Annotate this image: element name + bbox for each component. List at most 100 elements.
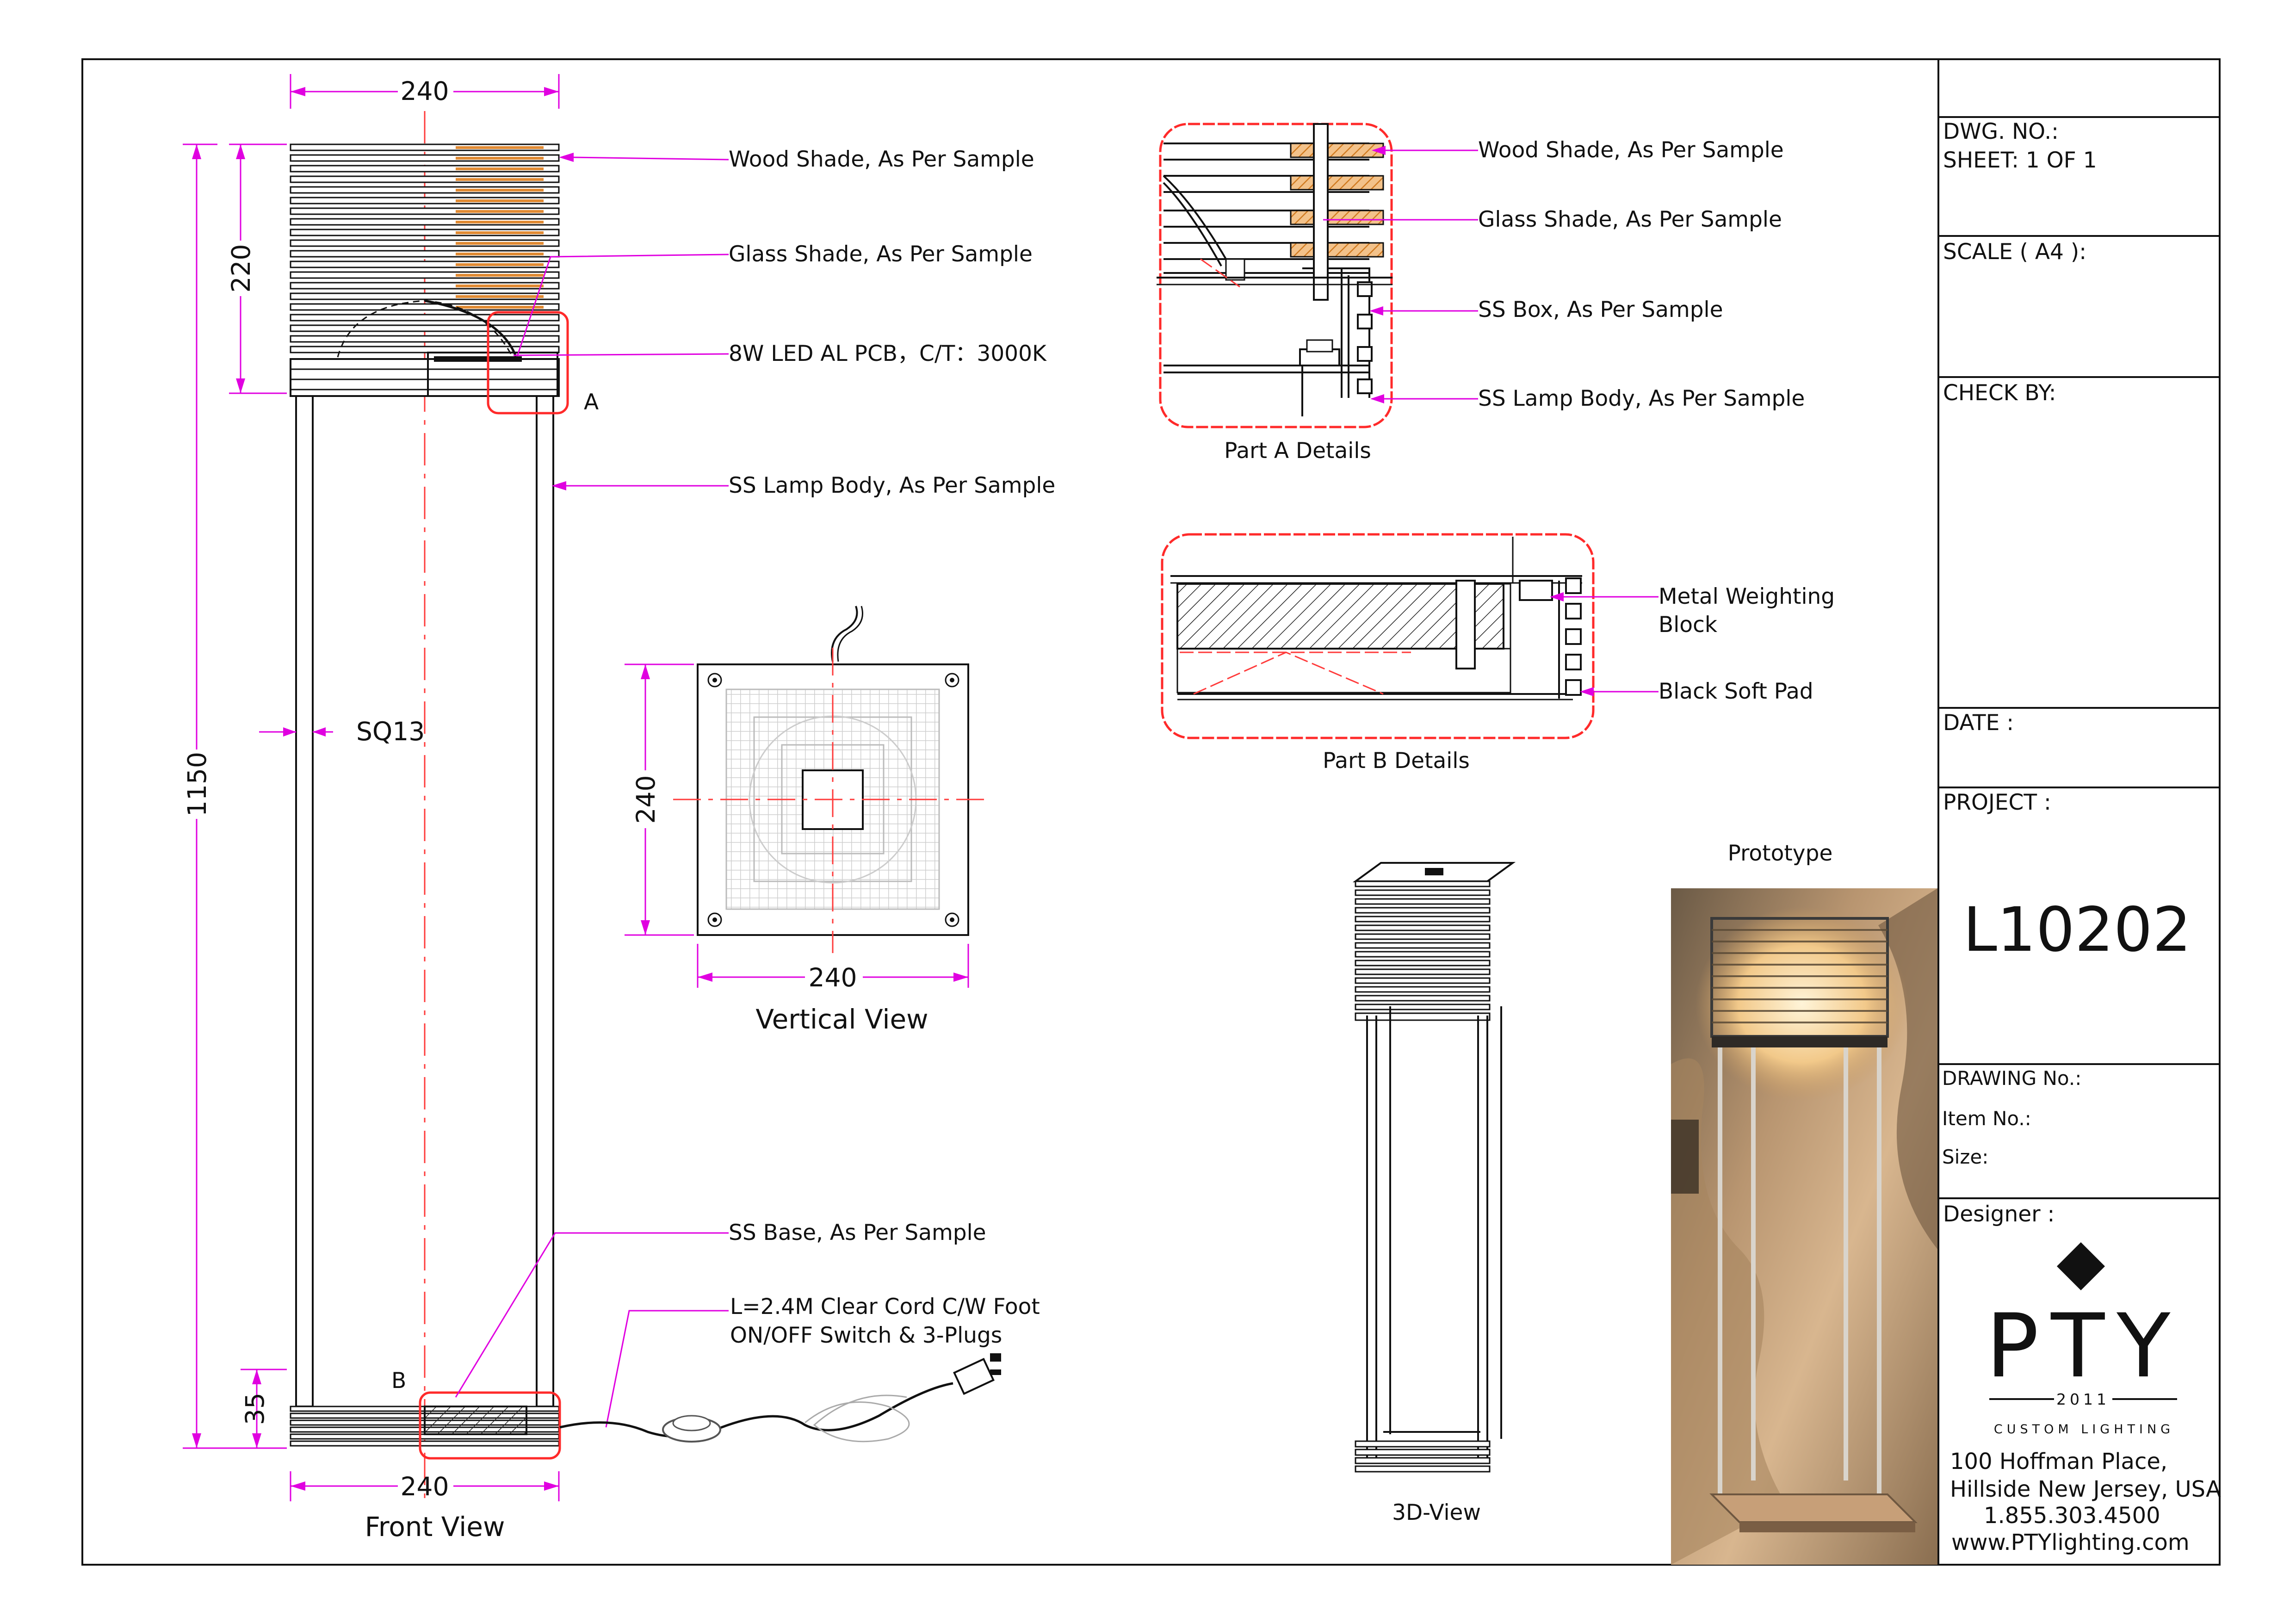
address-website[interactable]: www.PTYlighting.com [1951,1530,2190,1555]
part-b-title: Part B Details [1323,748,1470,774]
glass-shade-section [424,299,517,357]
3d-base-slat [1355,1457,1491,1464]
threaded-rod [1313,123,1329,301]
3d-base-slat [1355,1449,1491,1456]
3d-shade-slat [1355,995,1491,1002]
left-post [295,395,314,1407]
detail-marker-a-box [487,311,569,415]
3d-shade-slat [1355,986,1491,993]
tb-item-no: Item No.: [1942,1107,2031,1130]
shade-slat [290,314,560,322]
3d-shade-slat [1355,951,1491,958]
part-a-callout-lamp-body: SS Lamp Body, As Per Sample [1478,386,1805,411]
callout-lamp-body: SS Lamp Body, As Per Sample [729,473,1055,498]
part-b-callout-pad: Black Soft Pad [1659,679,1813,704]
logo-name: PTY [1986,1295,2183,1397]
plug-icon [953,1353,1001,1395]
callout-cord-line2: ON/OFF Switch & 3-Plugs [730,1323,1002,1348]
front-view-title: Front View [365,1511,505,1542]
3d-base-slat [1355,1465,1491,1473]
part-b-weight-block [1176,583,1504,650]
cord-coil [805,1394,910,1443]
3d-shade-slats [1355,880,1491,1021]
3d-shade-slat [1355,1004,1491,1010]
front-dim-arrows [192,87,559,1491]
3d-view: 3D-View [1352,862,1516,1525]
wood-slat-edge [456,210,544,213]
address-line-1: 100 Hoffman Place, [1950,1449,2167,1474]
callout-wood-shade: Wood Shade, As Per Sample [729,147,1034,172]
3d-shade-slat [1355,977,1491,984]
tb-check-by: CHECK BY: [1943,380,2056,406]
callout-cord-line1: L=2.4M Clear Cord C/W Foot [730,1294,1040,1319]
detail-marker-b: B [391,1368,406,1394]
base-slat [290,1440,560,1447]
callout-led: 8W LED AL PCB，C/T：3000K [729,341,1047,366]
tb-drawing-no: DRAWING No.: [1942,1067,2081,1090]
right-post [536,395,554,1407]
wood-slat-edge [456,199,544,202]
sheet-border [81,58,2221,1566]
tb-size: Size: [1942,1146,1988,1168]
wood-slat-edge [456,295,544,298]
diamond-logo-icon [2057,1242,2105,1290]
prototype-photo: Prototype [1671,841,1937,1565]
shade-slat [290,324,560,332]
shade-slat [290,346,560,353]
3d-shade-band [1355,1012,1491,1021]
tb-project: PROJECT : [1943,790,2051,815]
vertical-dim-width: 240 [809,963,857,992]
dim-base-height: 35 [240,1393,270,1425]
tb-date: DATE : [1943,710,2014,736]
led-pcb [434,356,522,362]
wood-slat-edge [456,231,544,234]
logo-year: 2011 [2056,1390,2110,1408]
3d-shade-slat [1355,916,1491,923]
3d-shade-slat [1355,898,1491,905]
3d-shade-slat [1355,889,1491,896]
3d-shade-slat [1355,880,1491,887]
dim-total-height: 1150 [182,752,212,817]
3d-shade-slat [1355,933,1491,940]
wood-slat-edge [456,157,544,160]
detail-marker-a: A [584,390,599,415]
wood-slat-edge [456,189,544,192]
3d-base-slats [1355,1440,1491,1473]
wood-slat-edge [456,167,544,170]
tb-dwg-no: DWG. NO.: [1943,119,2059,144]
tb-scale: SCALE ( A4 ): [1943,239,2086,265]
power-cord [559,1382,953,1438]
part-b-callout-weight-line2: Block [1659,612,1718,638]
callout-glass-shade: Glass Shade, As Per Sample [729,242,1033,267]
part-a-title: Part A Details [1224,438,1371,464]
shade-slat [290,335,560,343]
3d-shade-slat [1355,942,1491,949]
weighting-block [424,1406,527,1435]
detail-marker-b-box [419,1391,561,1460]
dim-top-width: 240 [401,76,449,106]
tb-sheet: SHEET: 1 OF 1 [1943,148,2097,173]
3d-shade-slat [1355,960,1491,966]
wood-slat-sections [1290,142,1384,258]
wood-slat-edge [456,146,544,149]
tb-designer: Designer : [1943,1202,2055,1227]
3d-shade-slat [1355,924,1491,931]
part-b-bolt [1455,580,1476,669]
wood-slat-edge [456,242,544,245]
part-a-callout-glass-shade: Glass Shade, As Per Sample [1478,207,1782,232]
glass-shade-outline [337,300,514,358]
tb-project-code: L10202 [1963,894,2191,966]
wood-slat-edge [456,263,544,266]
part-b-details: Metal Weighting Block Black Soft Pad Par… [1161,533,1835,774]
3d-view-title: 3D-View [1392,1500,1481,1525]
logo-tagline: CUSTOM LIGHTING [1994,1422,2174,1437]
part-a-details: Wood Shade, As Per Sample Glass Shade, A… [1157,123,1805,464]
front-view: A B 240 240 220 1150 35 SQ1 [182,74,1055,1542]
3d-shade-slat [1355,907,1491,914]
dim-shade-height: 220 [226,244,256,293]
wood-slat-edge [456,306,544,309]
wood-slat-edge [456,274,544,277]
3d-shade-slat [1355,968,1491,975]
dim-post-size: SQ13 [356,717,425,746]
